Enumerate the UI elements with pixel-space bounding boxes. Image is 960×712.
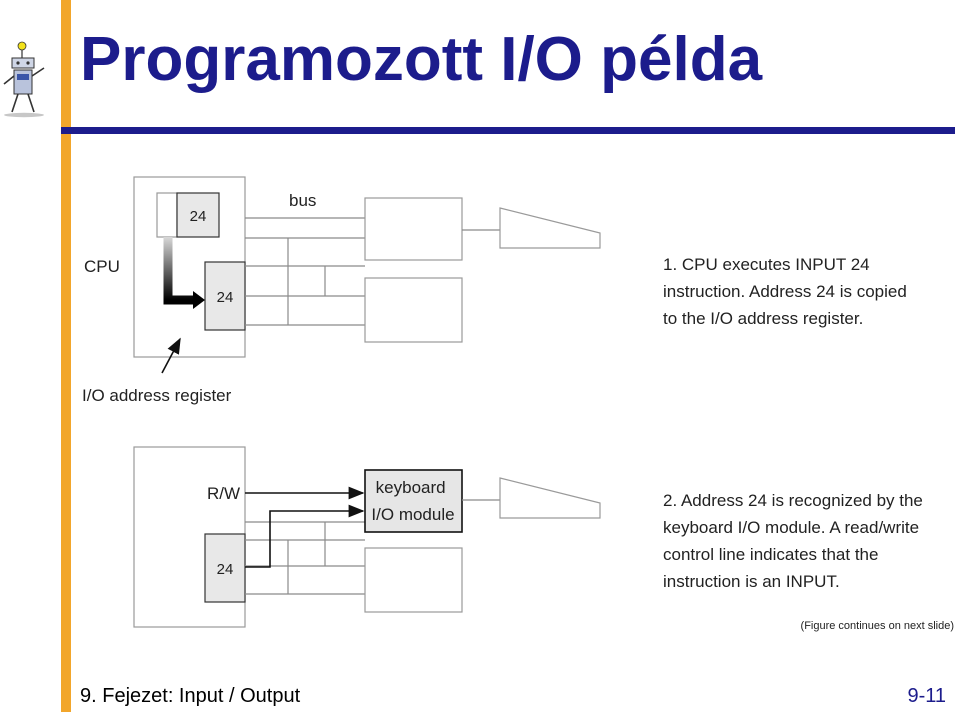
- step-2-caption: 2. Address 24 is recognized by the keybo…: [663, 491, 928, 591]
- panel-2: R/W 24 keyboard I/O module 2. Address 24…: [133, 446, 928, 628]
- title-underline: [61, 127, 955, 134]
- footer-chapter: 9. Fejezet: Input / Output: [80, 685, 301, 707]
- left-accent-bar: [61, 0, 71, 712]
- figure-continues-note: (Figure continues on next slide): [801, 620, 954, 632]
- keyboard-io-module-box: [364, 469, 463, 533]
- io-address-register-2: [204, 533, 246, 603]
- register-top-value: 24: [190, 208, 207, 225]
- cpu-label: CPU: [84, 257, 120, 276]
- register-bottom-value: 24: [217, 289, 234, 306]
- cpu-inner-box: [156, 192, 178, 238]
- panel-1: 24 24 CPU bus I/O address register 1. CP…: [82, 176, 912, 405]
- keyboard-device-icon: [499, 207, 601, 249]
- io-module-box-top: [364, 197, 463, 261]
- io-address-register: [204, 261, 246, 331]
- slide-title: Programozott I/O példa: [80, 25, 763, 94]
- io-module-box-bottom-2: [364, 547, 463, 613]
- pointer-arrow-icon: [161, 337, 181, 374]
- rw-label: R/W: [207, 484, 240, 503]
- keyboard-device-icon-2: [499, 477, 601, 519]
- instruction-register: [176, 192, 220, 238]
- io-module-box-bottom: [364, 277, 463, 343]
- footer-page-number: 9-11: [907, 685, 946, 707]
- io-address-register-label: I/O address register: [82, 386, 232, 405]
- keyboard-module-label: keyboard I/O module: [371, 478, 454, 524]
- copy-arrow-icon: [193, 291, 205, 309]
- address-arrow-icon: [245, 504, 365, 568]
- step-1-caption: 1. CPU executes INPUT 24 instruction. Ad…: [663, 255, 912, 328]
- register-2-value: 24: [217, 561, 234, 578]
- robot-mascot-icon: [3, 41, 45, 118]
- bus-label: bus: [289, 191, 316, 210]
